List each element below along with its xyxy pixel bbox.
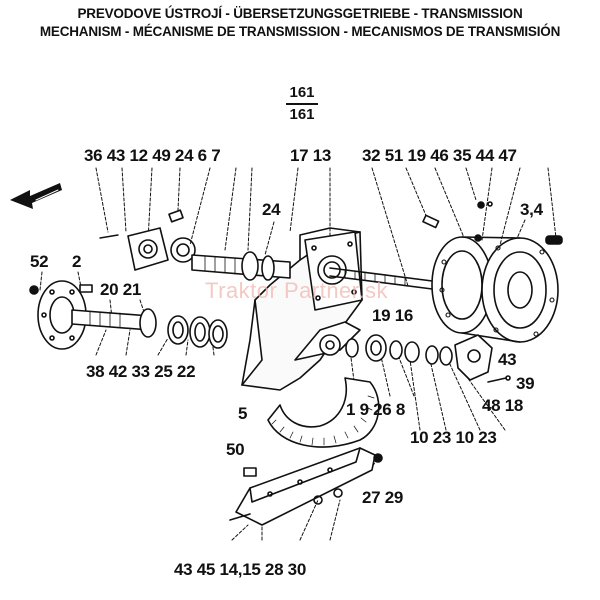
ring-gear bbox=[267, 377, 380, 448]
callout-50: 50 bbox=[226, 440, 245, 459]
callout-bottom-left-group: 38 42 33 25 22 bbox=[86, 362, 196, 381]
callout-43-right: 43 bbox=[498, 350, 517, 369]
page-reference-top: 161 bbox=[289, 84, 315, 101]
callout-3-4: 3,4 bbox=[520, 200, 543, 219]
callout-19-16: 19 16 bbox=[372, 306, 414, 325]
callout-top-right-group: 32 51 19 46 35 44 47 bbox=[362, 146, 517, 165]
right-cover-housing bbox=[431, 236, 559, 343]
callout-1-9-26-8: 1 9 26 8 bbox=[346, 400, 406, 419]
input-shaft bbox=[191, 251, 291, 281]
pins-top-right bbox=[422, 201, 563, 245]
oil-pan bbox=[229, 447, 383, 526]
callout-top-left-group: 36 43 12 49 24 6 7 bbox=[84, 146, 221, 165]
callout-48-18: 48 18 bbox=[482, 396, 524, 415]
callout-top-mid-group: 17 13 bbox=[290, 146, 332, 165]
bracket-right bbox=[454, 334, 511, 383]
housing-flange bbox=[304, 231, 363, 311]
direction-arrow bbox=[10, 183, 62, 209]
differential-assembly bbox=[294, 321, 453, 366]
watermark: Traktor Partner.sk bbox=[205, 278, 389, 303]
callout-20-21: 20 21 bbox=[100, 280, 142, 299]
page-reference-bottom: 161 bbox=[289, 106, 315, 123]
callout-5: 5 bbox=[238, 404, 248, 423]
callout-52: 52 bbox=[30, 252, 49, 271]
callout-24-mid: 24 bbox=[262, 200, 281, 219]
callout-2: 2 bbox=[72, 252, 82, 271]
left-bearing-cap bbox=[99, 209, 196, 271]
rings-left bbox=[167, 315, 228, 349]
diagram-title-line-1: PREVODOVE ÚSTROJÍ - ÜBERSETZUNGSGETRIEBE… bbox=[77, 6, 523, 21]
main-shaft bbox=[329, 267, 441, 291]
page-reference-rule bbox=[286, 103, 318, 105]
callout-10-23-10-23: 10 23 10 23 bbox=[410, 428, 497, 447]
output-shaft bbox=[71, 308, 157, 338]
callout-27-29: 27 29 bbox=[362, 488, 404, 507]
left-output-flange bbox=[29, 280, 93, 350]
diagram-title-line-2: MECHANISM - MÉCANISME DE TRANSMISSION - … bbox=[39, 24, 561, 39]
callout-bottom-group: 43 45 14,15 28 30 bbox=[174, 560, 306, 579]
callout-39: 39 bbox=[516, 374, 535, 393]
